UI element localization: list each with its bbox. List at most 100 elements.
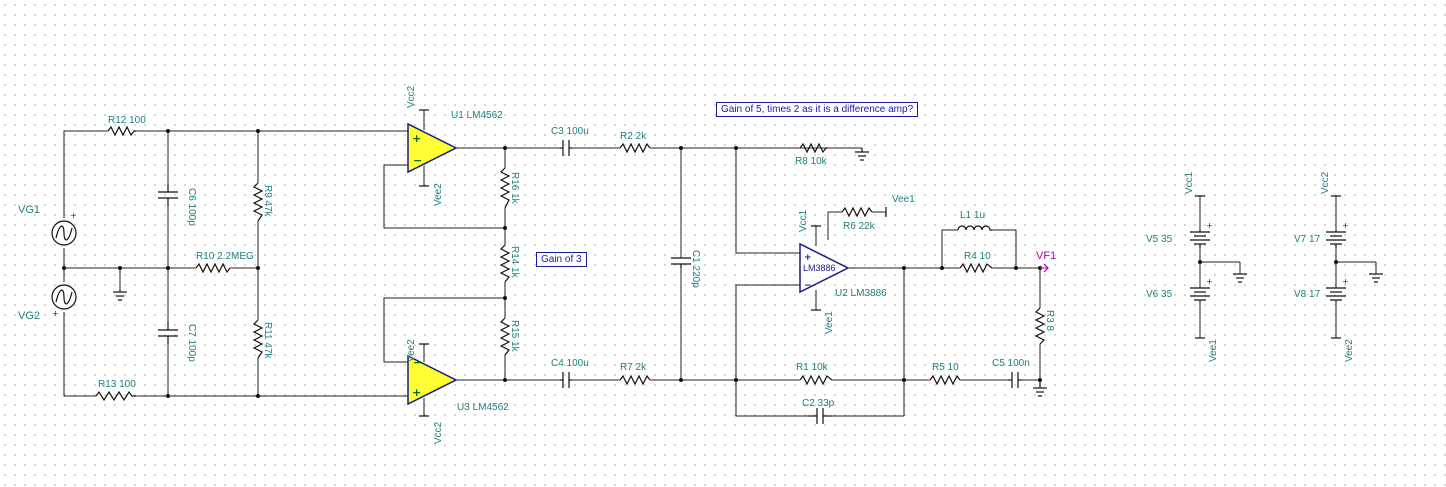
c3-capacitor — [560, 140, 572, 156]
v5-vcc1-label: Vcc1 — [1184, 171, 1195, 194]
u2-body-label: LM3886 — [803, 263, 836, 273]
vf1-label: VF1 — [1036, 250, 1056, 262]
svg-text:+: + — [1206, 221, 1213, 230]
resistors-horizontal — [95, 125, 993, 402]
batteries — [1190, 230, 1346, 302]
vg2-label: VG2 — [18, 310, 40, 322]
c6-capacitor — [158, 184, 178, 206]
r6-label: R6 22k — [843, 221, 876, 232]
v8-vee2-label: Vee2 — [1344, 339, 1355, 362]
r12-resistor — [107, 125, 136, 137]
c3-label: C3 100u — [551, 126, 589, 137]
r14-label: R14 1k — [509, 246, 520, 279]
v6-vee1-label: Vee1 — [1208, 339, 1219, 362]
u2-vcc1-label: Vcc1 — [798, 209, 809, 232]
r13-label: R13 100 — [98, 379, 136, 390]
r9-resistor — [252, 182, 264, 222]
r12-label: R12 100 — [108, 115, 146, 126]
u1-vcc2-label: Vcc2 — [406, 85, 417, 108]
r6-vee1-label: Vee1 — [892, 194, 915, 205]
u2-vee1-label: Vee1 — [824, 311, 835, 334]
u3-opamp[interactable]: − + — [407, 354, 458, 406]
svg-text:−: − — [413, 356, 422, 369]
resistors-vertical — [252, 167, 1046, 359]
r5-label: R5 10 — [932, 362, 959, 373]
svg-text:−: − — [413, 154, 422, 167]
svg-text:+: + — [52, 309, 59, 318]
r14-resistor — [499, 244, 511, 283]
v6-label: V6 35 — [1146, 289, 1173, 300]
v8-battery — [1326, 287, 1346, 302]
u1-vee2-label: Vee2 — [433, 183, 444, 206]
c2-label: C2 33p — [802, 398, 835, 409]
svg-text:+: + — [1342, 221, 1349, 230]
r10-label: R10 2.2MEG — [196, 251, 254, 262]
u3-label: U3 LM4562 — [457, 402, 509, 413]
u2-opamp[interactable]: + − LM3886 — [799, 242, 850, 294]
r5-resistor — [929, 374, 961, 386]
r3-resistor — [1034, 307, 1046, 345]
svg-text:+: + — [1206, 277, 1213, 286]
vf1-probe[interactable] — [1040, 263, 1049, 273]
gain-of-5-note: Gain of 5, times 2 as it is a difference… — [716, 102, 919, 117]
r16-label: R16 1k — [509, 172, 520, 205]
gain-of-3-note: Gain of 3 — [536, 252, 587, 267]
r15-resistor — [499, 317, 511, 356]
c7-label: C7 100p — [186, 324, 197, 362]
u3-vcc2-label: Vcc2 — [433, 421, 444, 444]
net-markers — [419, 109, 1341, 417]
c4-capacitor — [560, 372, 572, 388]
component-labels: R12 100 R13 100 R10 2.2MEG U1 LM4562 U3 … — [18, 110, 1321, 413]
r8-label: R8 10k — [795, 156, 828, 167]
r15-label: R15 1k — [509, 320, 520, 353]
v8-label: V8 17 — [1294, 289, 1321, 300]
battery-polarity: + + + + — [1206, 221, 1349, 286]
r3-label: R3 8 — [1044, 310, 1055, 332]
u1-opamp[interactable]: + − — [407, 122, 458, 174]
l1-inductor — [957, 225, 992, 231]
c1-label: C1 220p — [690, 250, 701, 288]
r9-label: R9 47k — [262, 185, 273, 218]
c2-capacitor — [808, 408, 832, 424]
svg-text:+: + — [804, 253, 812, 263]
pin-ticks — [94, 130, 994, 397]
ground-icon — [855, 148, 869, 161]
l1-label: L1 1u — [960, 210, 985, 221]
junctions — [62, 129, 1338, 398]
c7-capacitor — [158, 322, 178, 344]
r2-label: R2 2k — [620, 131, 647, 142]
v5-label: V5 35 — [1146, 234, 1173, 245]
ground-symbols — [113, 148, 1383, 397]
v6-battery — [1190, 287, 1210, 302]
u1-label: U1 LM4562 — [451, 110, 503, 121]
svg-text:+: + — [1342, 277, 1349, 286]
svg-text:+: + — [412, 386, 421, 399]
v7-label: V7 17 — [1294, 234, 1321, 245]
v5-battery — [1190, 230, 1210, 248]
ground-icon — [1233, 273, 1247, 283]
ground-icon — [1369, 273, 1383, 283]
vg2-source[interactable]: + — [51, 284, 77, 318]
vg1-label: VG1 — [18, 204, 40, 216]
r1-label: R1 10k — [796, 362, 829, 373]
u3-vee2-label: Vee2 — [406, 339, 417, 362]
r1-resistor — [799, 374, 833, 386]
r16-resistor — [499, 167, 511, 209]
r6-resistor — [841, 206, 873, 218]
capacitors — [158, 140, 1022, 424]
v7-battery — [1326, 230, 1346, 248]
r2-resistor — [619, 142, 651, 154]
vg1-source[interactable]: + — [51, 211, 77, 246]
ground-icon — [113, 290, 127, 301]
r7-label: R7 2k — [620, 362, 647, 373]
r8-resistor — [799, 142, 828, 154]
r11-label: R11 47k — [262, 322, 273, 360]
ground-icon — [1033, 380, 1047, 397]
c1-capacitor — [671, 257, 691, 268]
c5-label: C5 100n — [992, 358, 1030, 369]
r7-resistor — [619, 374, 651, 386]
c6-label: C6 100p — [186, 188, 197, 226]
v7-vcc2-label: Vcc2 — [1320, 171, 1331, 194]
r4-label: R4 10 — [964, 251, 991, 262]
